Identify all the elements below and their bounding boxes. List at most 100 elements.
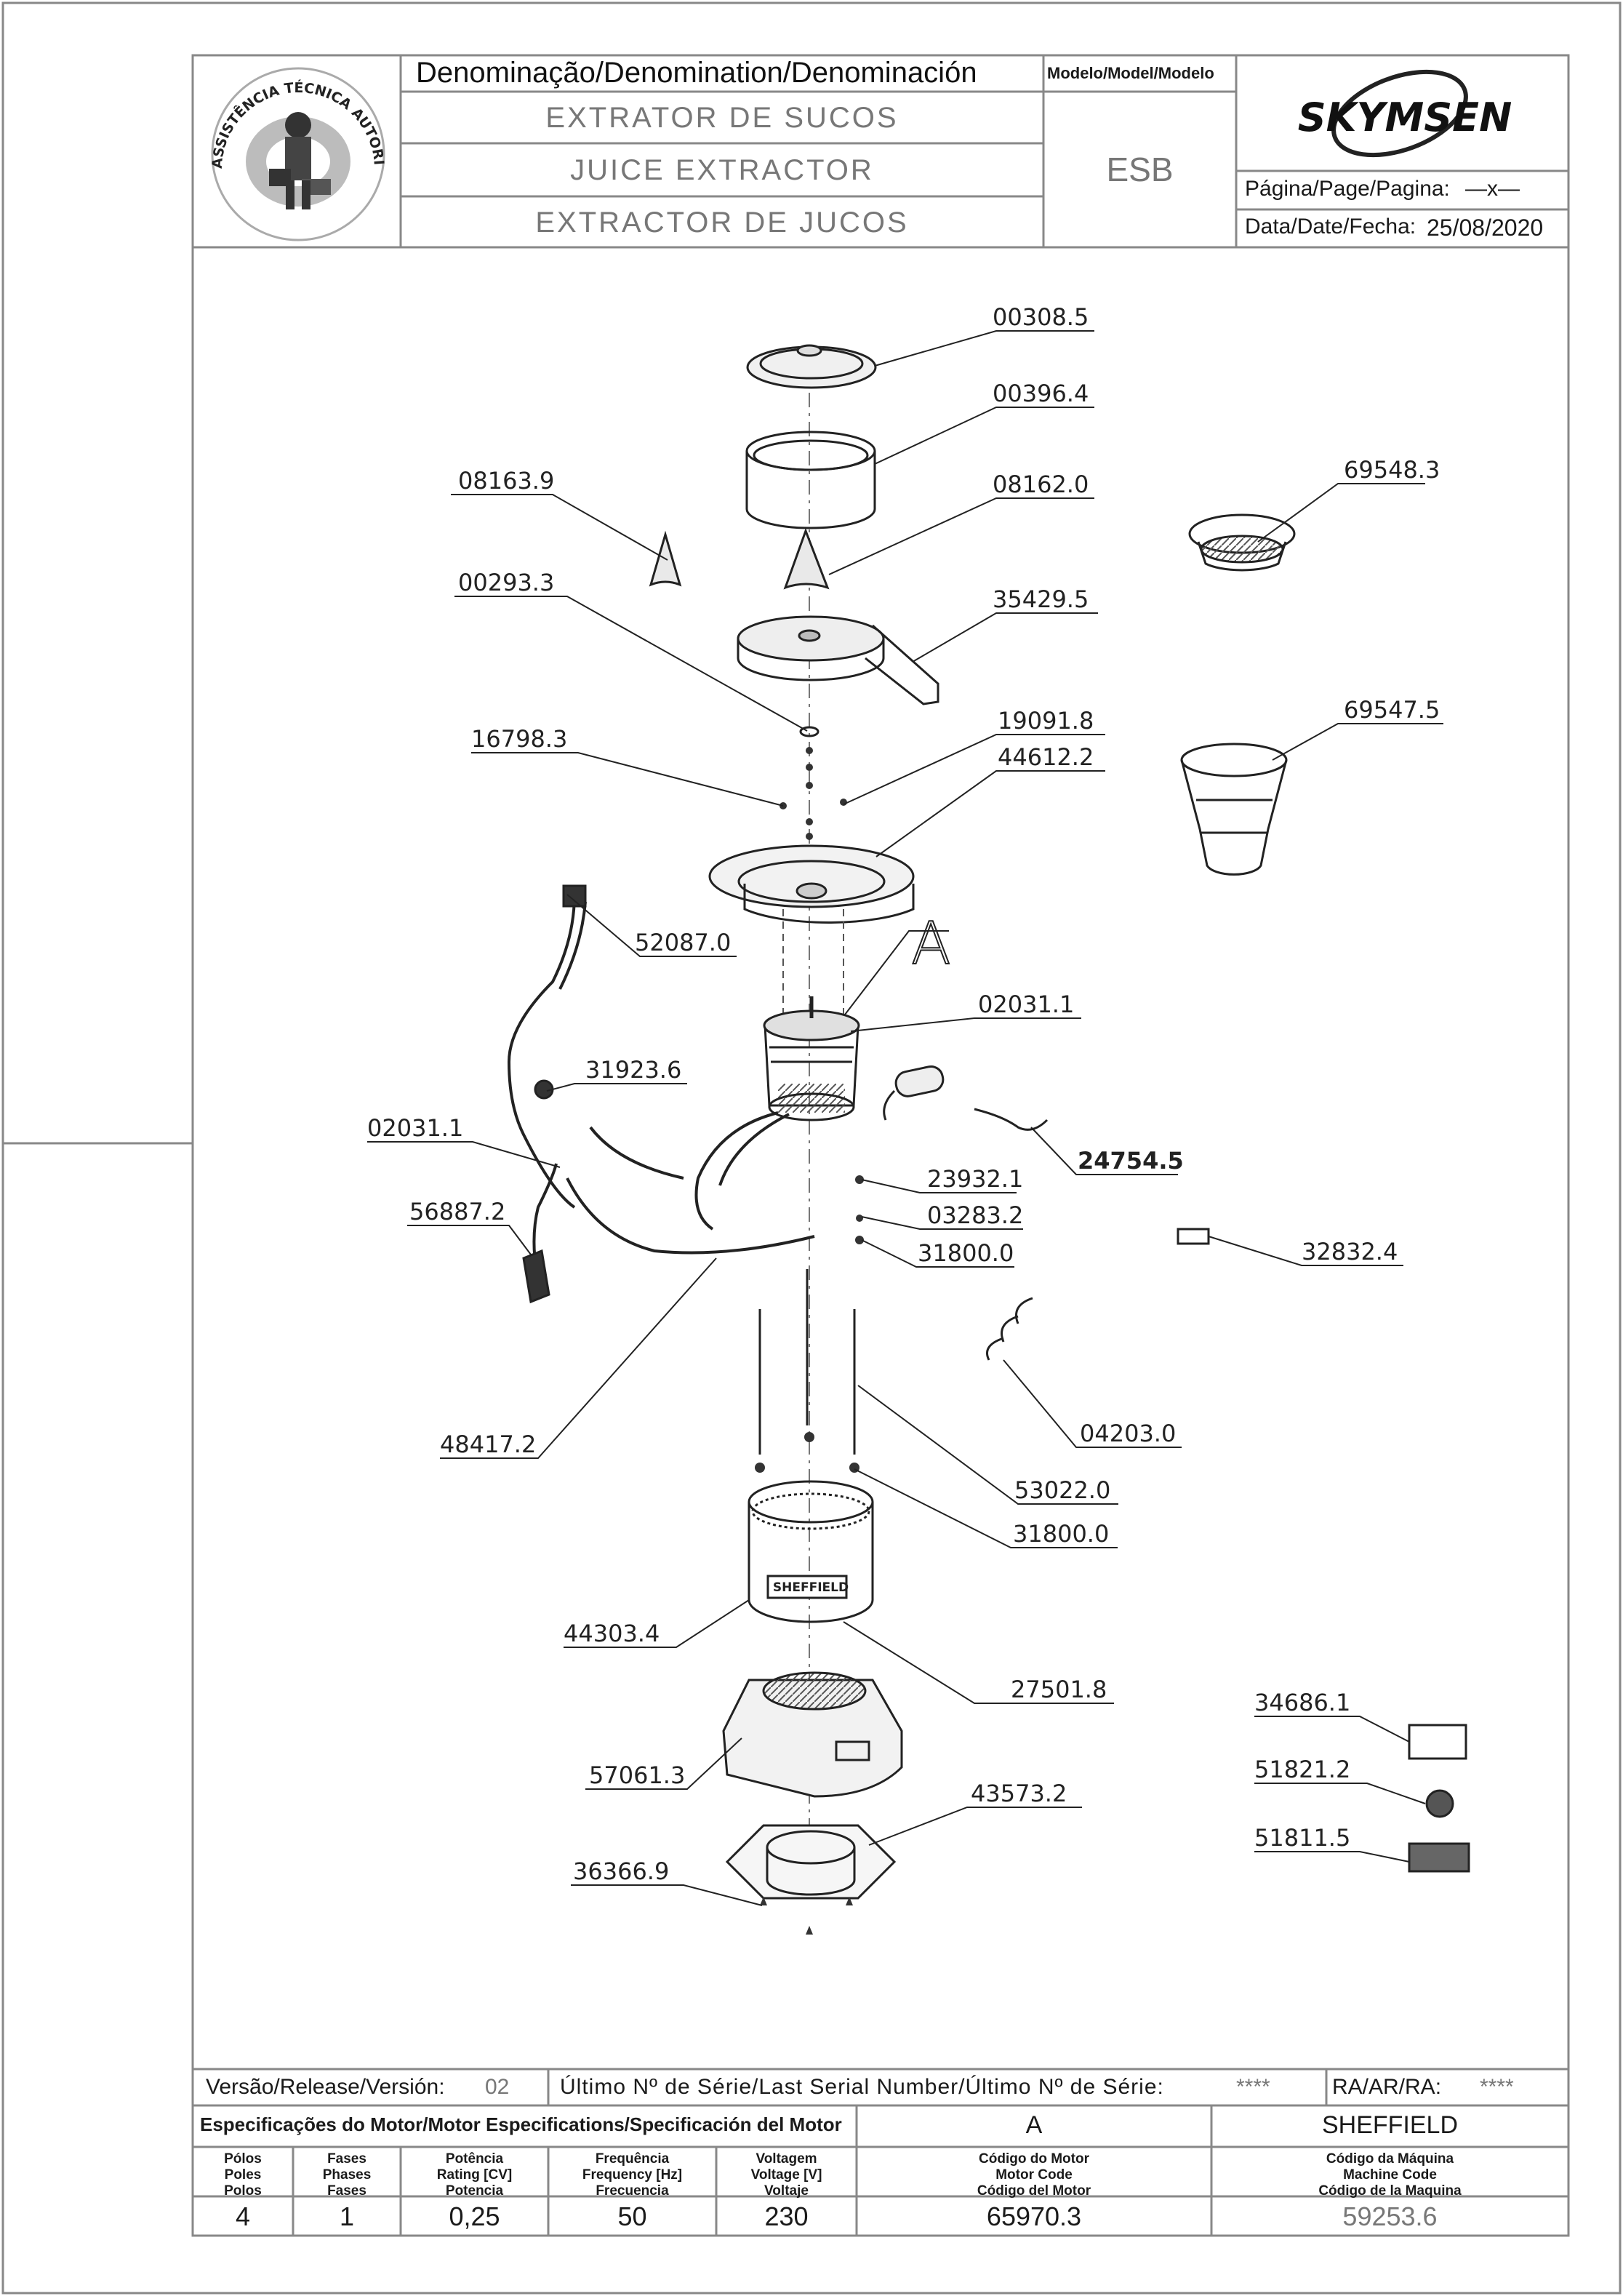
part-label: 03283.2 [927,1201,1023,1229]
part-label: 00308.5 [993,303,1089,331]
connector-part [562,884,587,908]
rod-nuts-part [755,1432,859,1473]
cup-accessory-part [1180,743,1288,876]
product-name-es: EXTRACTOR DE JUCOS [535,207,909,239]
reamer-large-part [783,527,830,590]
part-label: 53022.0 [1014,1476,1110,1504]
part-label: 04203.0 [1080,1420,1176,1447]
spec-value-frequency: 50 [617,2201,647,2231]
part-label: 43573.2 [971,1780,1067,1807]
base-plate-part [725,1824,897,1900]
part-label: 44612.2 [998,743,1094,771]
base-part [722,1671,903,1798]
brand-logo: SKYMSEN [1236,55,1568,171]
screws-part [780,747,847,840]
part-label: 52087.0 [635,929,731,956]
part-label: 02031.1 [367,1114,463,1142]
date-value: 25/08/2020 [1427,215,1544,241]
rods-part [758,1269,856,1455]
part-label: 51811.5 [1254,1824,1350,1852]
collector-part [708,844,915,924]
part-label: 32832.4 [1302,1238,1398,1265]
motor-variant: A [1025,2111,1043,2139]
feet-screws-part [760,1897,853,1935]
motor-spec-label: Especificações do Motor/Motor Especifica… [200,2113,842,2135]
washer-part [799,726,819,737]
part-label: 31923.6 [585,1056,681,1084]
part-label: 34686.1 [1254,1689,1350,1716]
page-label: Página/Page/Pagina: [1245,177,1450,201]
part-label: 08163.9 [458,467,554,495]
part-label: 00293.3 [458,569,554,596]
juice-tray-part [737,615,939,705]
page-value: —x— [1465,177,1520,201]
brand-name: SKYMSEN [1298,95,1512,140]
version-label: Versão/Release/Versión: [206,2075,445,2099]
warning-sticker-part [1408,1724,1467,1760]
motor-brand-mark: SHEFFIELD [773,1580,849,1595]
serial-value: **** [1236,2075,1270,2099]
ra-value: **** [1480,2075,1514,2099]
denomination-label: Denominação/Denomination/Denominación [416,57,977,89]
detail-marker: A [911,910,951,977]
spec-value-rating: 0,25 [449,2201,500,2231]
prohibition-sticker-part [1425,1789,1454,1818]
fastener-set-part [855,1175,864,1244]
part-label: 36366.9 [573,1857,669,1885]
part-label: 31800.0 [1013,1520,1109,1548]
version-value: 02 [485,2075,510,2099]
spec-value-voltage: 230 [764,2201,809,2231]
spec-value-phases: 1 [339,2201,355,2231]
date-label: Data/Date/Fecha: [1245,215,1416,239]
part-label: 16798.3 [471,725,567,753]
capacitor-part [883,1065,945,1121]
ra-label: RA/AR/RA: [1332,2075,1442,2099]
part-label: 56887.2 [409,1198,505,1225]
part-label: 00396.4 [993,380,1089,407]
motor-brand: SHEFFIELD [1321,2111,1459,2139]
lid-part [746,344,877,389]
part-label: 44303.4 [564,1620,660,1647]
authorized-service-seal: ASSISTÊNCIA TÉCNICA AUTORIZADA [200,60,387,241]
clip-cable-part [974,1108,1049,1131]
product-name-pt: EXTRATOR DE SUCOS [545,102,899,134]
model-label: Modelo/Model/Modelo [1047,64,1214,82]
housing-part [748,1480,874,1623]
rating-plate-part [1408,1842,1470,1873]
part-label: 27501.8 [1011,1676,1107,1703]
serial-label: Último Nº de Série/Last Serial Number/Úl… [560,2075,1164,2099]
leader-lines [367,330,1443,1906]
part-label: 57061.3 [589,1761,685,1789]
motor-part [763,996,860,1121]
part-label: 69547.5 [1344,696,1440,724]
reamer-small-part [649,530,682,587]
product-name-en: JUICE EXTRACTOR [570,154,874,186]
part-label: 02031.1 [978,991,1074,1018]
part-label: 19091.8 [998,707,1094,735]
filter-accessory-part [1188,513,1296,572]
spec-value-motor-code: 65970.3 [986,2201,1082,2231]
terminal-block-part [1177,1228,1210,1245]
springs-part [986,1297,1033,1361]
model-value: ESB [1106,151,1174,188]
part-label: 24754.5 [1078,1147,1184,1175]
part-label: 48417.2 [440,1431,536,1458]
part-label: 31800.0 [918,1239,1014,1267]
part-label: 35429.5 [993,585,1089,613]
switch-part [522,1249,550,1304]
part-label: 69548.3 [1344,456,1440,484]
bowl-ring-part [745,431,876,529]
spec-value-poles: 4 [235,2201,251,2231]
part-label: 51821.2 [1254,1756,1350,1783]
part-label: 08162.0 [993,471,1089,498]
